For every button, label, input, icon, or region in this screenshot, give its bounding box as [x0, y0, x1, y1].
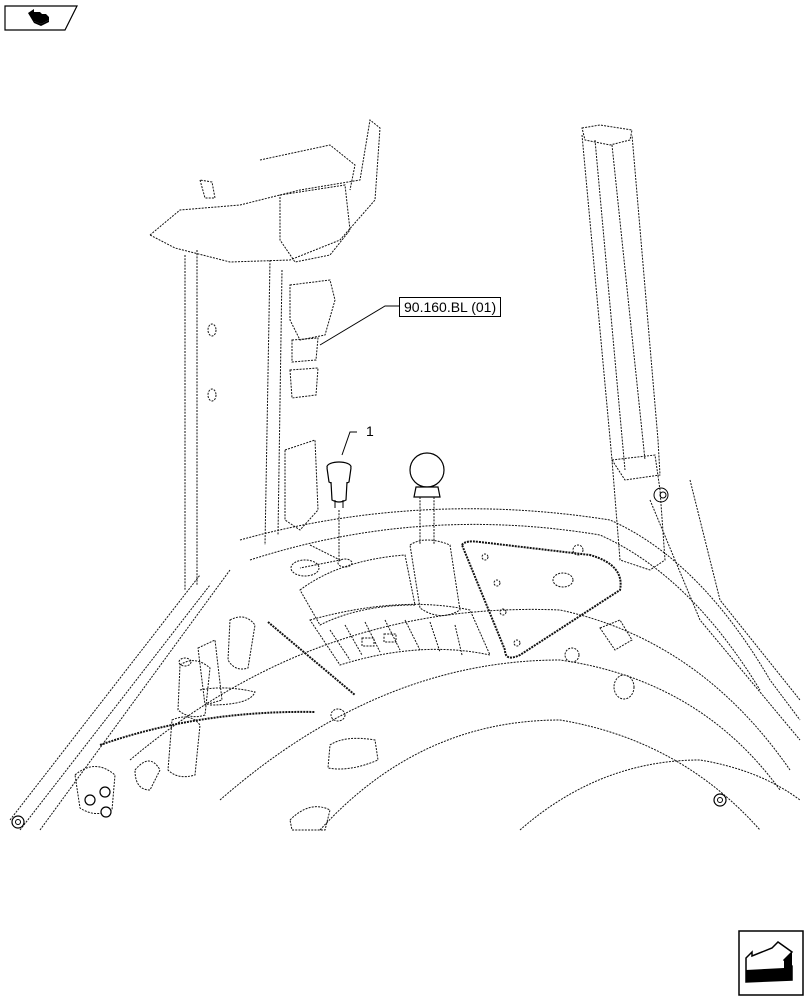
cover-plate	[460, 540, 635, 700]
previous-section-button[interactable]	[4, 5, 78, 31]
gear-lever	[409, 452, 461, 616]
cab-frame	[9, 479, 801, 831]
item-1-part	[326, 431, 357, 560]
parts-drawing	[9, 119, 801, 831]
ref-leader	[319, 305, 399, 346]
next-section-button[interactable]	[738, 930, 804, 996]
left-controls	[74, 616, 379, 831]
book-arrow-icon	[4, 5, 78, 31]
left-pillar	[149, 119, 381, 590]
arrow-icon	[738, 930, 804, 996]
item-number-callout: 1	[366, 423, 374, 439]
right-pillar	[581, 124, 669, 571]
switch-console	[99, 544, 491, 746]
cross-reference-callout[interactable]: 90.160.BL (01)	[399, 297, 502, 317]
